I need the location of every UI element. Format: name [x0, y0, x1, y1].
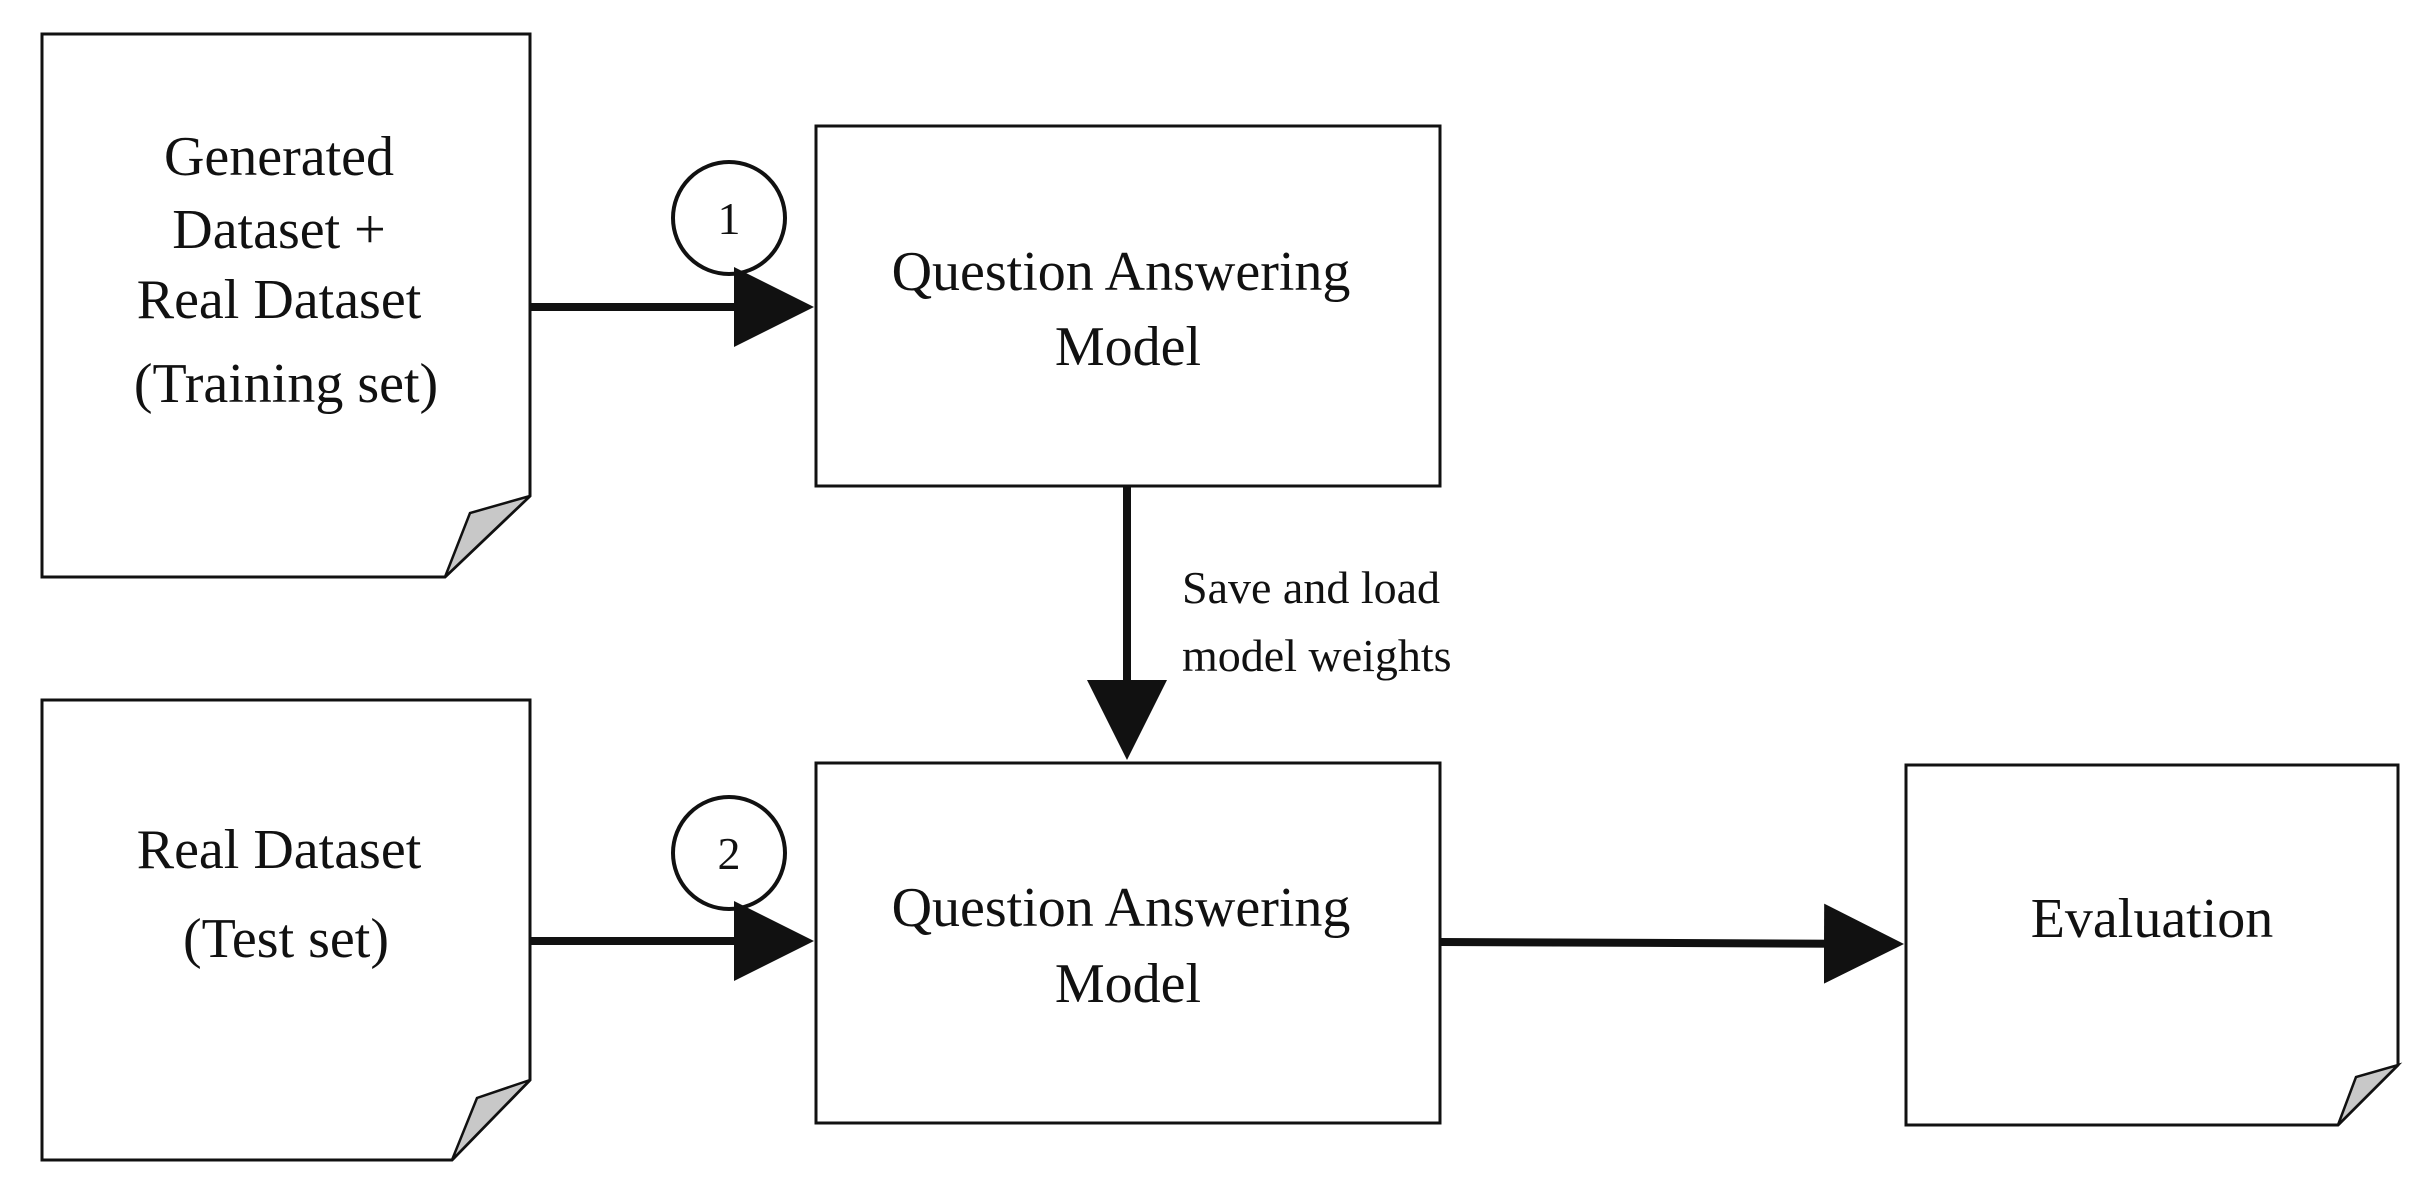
training-dataset-line-4: (Training set)	[134, 353, 438, 415]
svg-text:Real Dataset (Test set): Real Dataset (Test set)	[137, 819, 436, 970]
qa-model-bottom-box: Question Answering Model	[814, 761, 1442, 1125]
qa-model-bottom-line-1: Question Answering	[892, 877, 1351, 939]
svg-text:Question Answering Model: Question Answering Model	[892, 241, 1365, 378]
qa-model-top-line-2: Model	[1055, 316, 1201, 378]
step-2-label: 2	[718, 828, 741, 879]
step-1-label: 1	[718, 193, 741, 244]
svg-text:Question Answering Model: Question Answering Model	[892, 877, 1365, 1015]
training-dataset-document: Generated Dataset + Real Dataset (Traini…	[40, 32, 532, 579]
arrow-model-to-evaluation	[1439, 903, 1904, 984]
save-load-line-1: Save and load	[1182, 562, 1440, 613]
save-load-label: Save and load model weights	[1182, 562, 1452, 681]
test-dataset-line-1: Real Dataset	[137, 819, 422, 881]
training-dataset-line-1: Generated	[164, 126, 394, 188]
svg-text:Evaluation: Evaluation	[2031, 888, 2274, 950]
step-2-marker: 2	[671, 795, 787, 911]
step-1-marker: 1	[671, 160, 787, 276]
training-dataset-line-3: Real Dataset	[137, 269, 422, 331]
test-dataset-line-2: (Test set)	[183, 908, 389, 970]
evaluation-label: Evaluation	[2031, 888, 2274, 950]
qa-model-top-line-1: Question Answering	[892, 241, 1351, 303]
qa-model-bottom-line-2: Model	[1055, 953, 1201, 1015]
training-dataset-line-2: Dataset +	[172, 199, 386, 261]
save-load-line-2: model weights	[1182, 630, 1452, 681]
evaluation-document: Evaluation	[1904, 763, 2403, 1127]
test-dataset-document: Real Dataset (Test set)	[40, 698, 532, 1162]
qa-model-top-box: Question Answering Model	[814, 124, 1442, 488]
svg-text:Generated Dataset +: Generated Dataset + Real Dataset (Traini…	[134, 126, 438, 415]
